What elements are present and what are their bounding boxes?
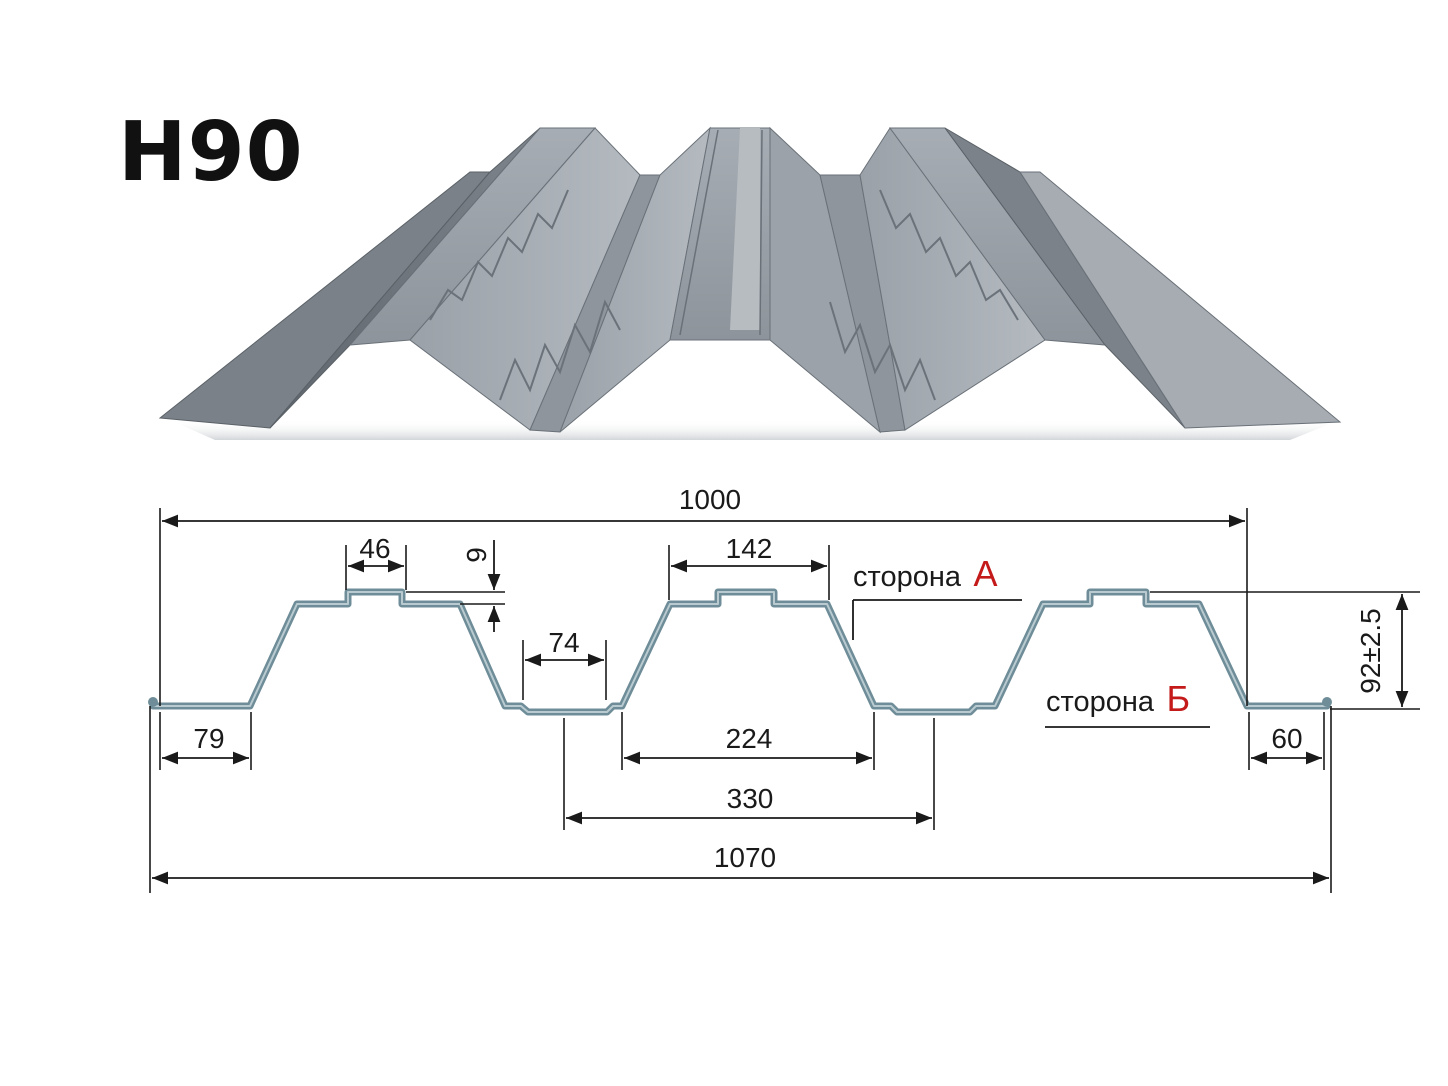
dim-covering-width: 1000 bbox=[679, 484, 741, 515]
side-a-label: сторона А bbox=[853, 553, 997, 594]
dim-groove: 74 bbox=[548, 627, 579, 658]
dim-top-step: 46 bbox=[359, 533, 390, 564]
steel-sheet-image bbox=[158, 126, 1342, 440]
dim-pitch: 330 bbox=[727, 783, 774, 814]
dim-bottom: 224 bbox=[726, 723, 773, 754]
side-b-letter: Б bbox=[1166, 678, 1190, 719]
dim-total-width: 1070 bbox=[714, 842, 776, 873]
dim-right-edge: 60 bbox=[1271, 723, 1302, 754]
dim-top-rib: 142 bbox=[726, 533, 773, 564]
product-title: H90 bbox=[118, 105, 304, 200]
dim-profile-height: 92±2.5 bbox=[1355, 608, 1386, 693]
dim-left-edge: 79 bbox=[193, 723, 224, 754]
side-b-label: сторона Б bbox=[1046, 678, 1190, 719]
side-a-letter: А bbox=[973, 553, 997, 594]
dim-step-height: 9 bbox=[461, 547, 492, 563]
